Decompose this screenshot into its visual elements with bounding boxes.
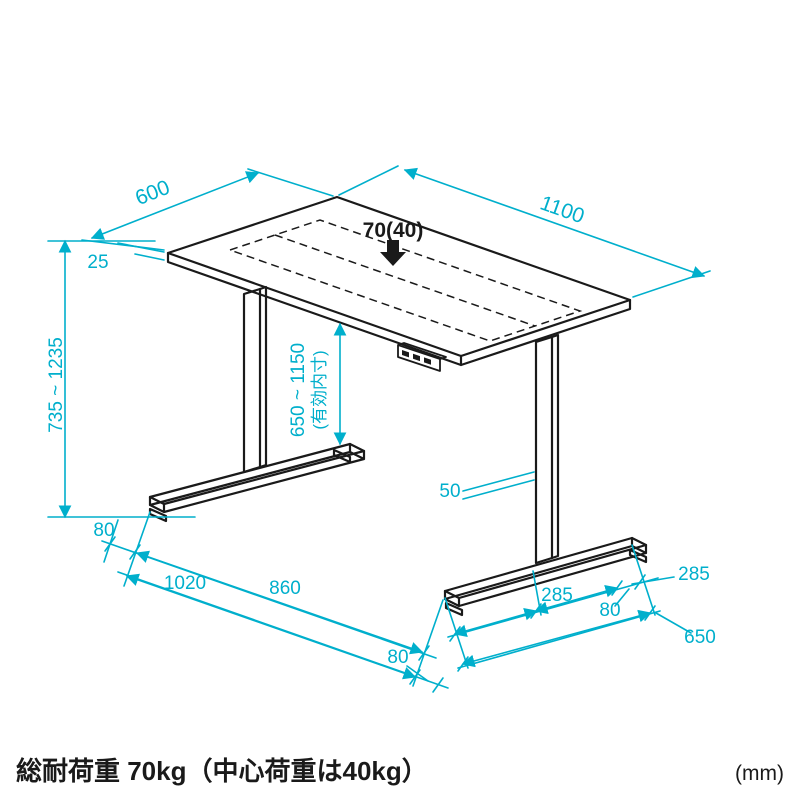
foot-rear-arrows [534,584,619,615]
column-width-leader-2 [462,479,535,500]
inner-span-arrows [135,550,424,655]
base-tick-b2 [432,677,444,693]
desktop-thickness-edges [166,251,632,367]
thickness-leader-bottom [134,253,165,261]
base-ext-0 [103,519,119,563]
controller-button-mem [424,357,431,365]
center-load-arrow [380,240,406,266]
frame-dashed-lines [227,219,583,342]
right-foot-side [443,536,648,608]
foot-rear-leader [631,576,675,585]
center-load-label: 70(40) [363,219,424,242]
front-offset-leader [406,665,429,682]
thickness-leader-top [117,242,165,253]
foot-length-line [457,610,661,669]
controller-button-down [413,353,420,362]
depth-dim-label: 600 [132,176,173,210]
foot-rear-label: 285 [678,564,710,585]
unit-note: (mm) [735,762,784,785]
foot-ext-rear [631,544,656,616]
left-foot-pad-rear [332,448,352,464]
depth-ext-rear [247,168,334,197]
foot-end-offset-label: 80 [599,600,620,621]
dimension-lines [47,165,711,693]
width-ext-right [632,270,711,298]
column-width-label: 50 [439,481,460,502]
foot-front-arrows [453,607,538,638]
right-leg-column [534,335,554,565]
foot-end-leader [614,588,630,607]
foot-length-label: 650 [684,627,716,648]
foot-length-arrows [461,609,652,668]
right-foot-pad-rear [628,548,648,564]
frame-rail-dashed [274,234,536,327]
base-tick-a0 [104,536,116,552]
column-width-leader-1 [462,471,535,492]
inner-height-note-label: (有効内寸) [310,350,329,429]
base-tick-b1 [409,669,421,685]
width-ext-left [338,165,399,196]
foot-length-leader [655,612,692,634]
width-dim-label: 1100 [537,191,587,228]
left-foot-side [148,442,366,514]
base-width-arrows [125,573,417,680]
inner-height-label: 650 ~ 1150 [288,343,309,437]
width-dim-line [403,167,706,279]
frame-outline-dashed [227,219,583,342]
controller-button-up [402,350,409,358]
left-offset-label: 80 [93,520,114,541]
front-offset-label: 80 [387,647,408,668]
thickness-dim-label: 25 [87,252,108,273]
left-leg-column [242,287,262,474]
height-range-label: 735 ~ 1235 [46,337,67,433]
inner-span-label: 860 [269,578,301,599]
base-tick-a3 [418,645,430,661]
depth-dim-line [90,171,260,240]
base-width-label: 1020 [164,573,206,594]
foot-front-label: 285 [541,585,573,606]
foot-length-tick-l [457,656,469,672]
foot-length-tick-r [644,605,656,621]
controller-pad [397,342,447,372]
left-foot-top [148,442,366,506]
total-load-note: 総耐荷重 70kg（中心荷重は40kg） [16,756,428,786]
base-tick-a1 [129,544,141,560]
desk-drawing [148,195,648,617]
controller-buttons [402,350,431,365]
right-leg-column-side [550,333,560,560]
